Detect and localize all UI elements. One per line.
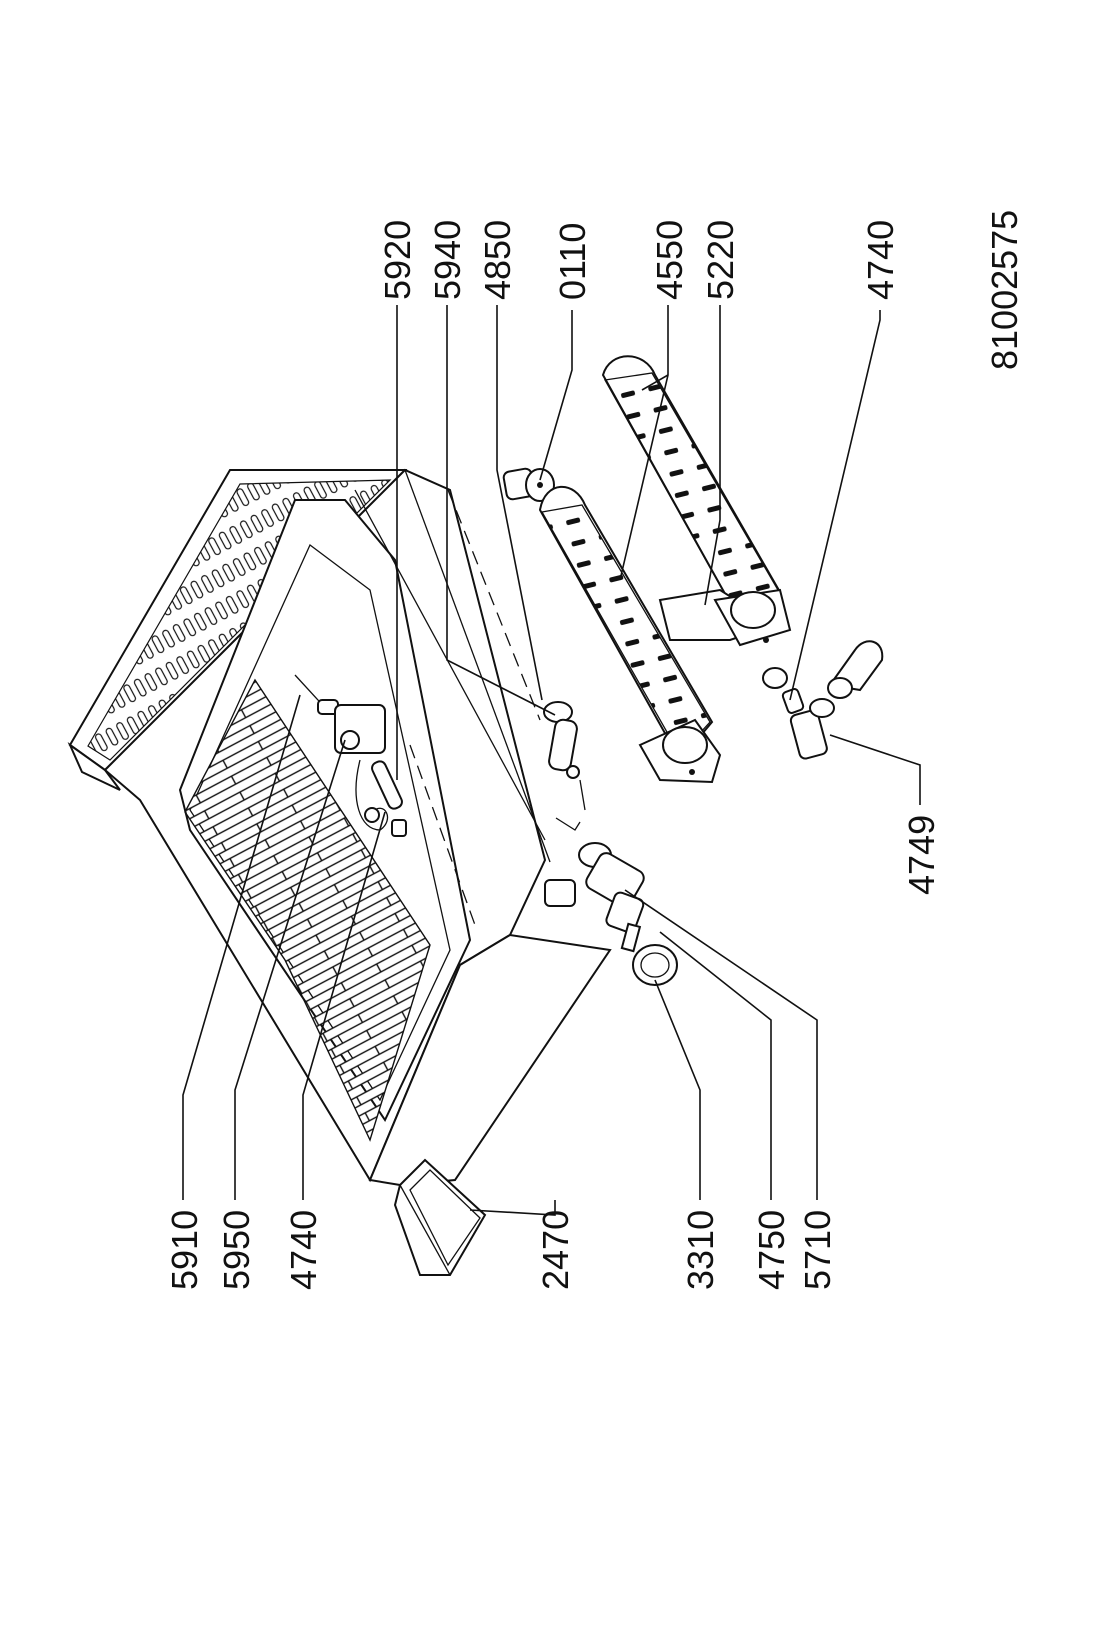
callout-4850: 4850 (477, 220, 518, 300)
ignition-electrode (543, 701, 586, 811)
gas-valve-assembly (544, 817, 678, 986)
callout-4550: 4550 (649, 220, 690, 300)
callout-2470: 2470 (535, 1210, 576, 1290)
drawing-number: 81002575 (984, 210, 1025, 370)
gas-pipe-fitting (762, 640, 884, 760)
callout-4750: 4750 (751, 1210, 792, 1290)
callout-4740-left: 4740 (283, 1210, 324, 1290)
pilot-assembly (294, 674, 407, 837)
callout-0110: 0110 (552, 223, 593, 300)
callout-4740-top: 4740 (860, 220, 901, 300)
callout-5910: 5910 (164, 1210, 205, 1290)
callout-5920: 5920 (377, 220, 418, 300)
callout-4749: 4749 (901, 815, 942, 895)
callout-5940: 5940 (427, 220, 468, 300)
callout-5220: 5220 (700, 220, 741, 300)
callout-3310: 3310 (680, 1210, 721, 1290)
drip-tray (393, 1158, 487, 1276)
burner-tube-upper (538, 485, 722, 784)
appliance-housing (67, 468, 612, 1187)
callout-labels: 5920 5940 4850 0110 4550 5220 4740 4749 … (164, 210, 1025, 1290)
callout-5950: 5950 (216, 1210, 257, 1290)
leader-lines (182, 305, 921, 1216)
callout-5710: 5710 (797, 1210, 838, 1290)
burner-tube-lower (601, 355, 792, 647)
